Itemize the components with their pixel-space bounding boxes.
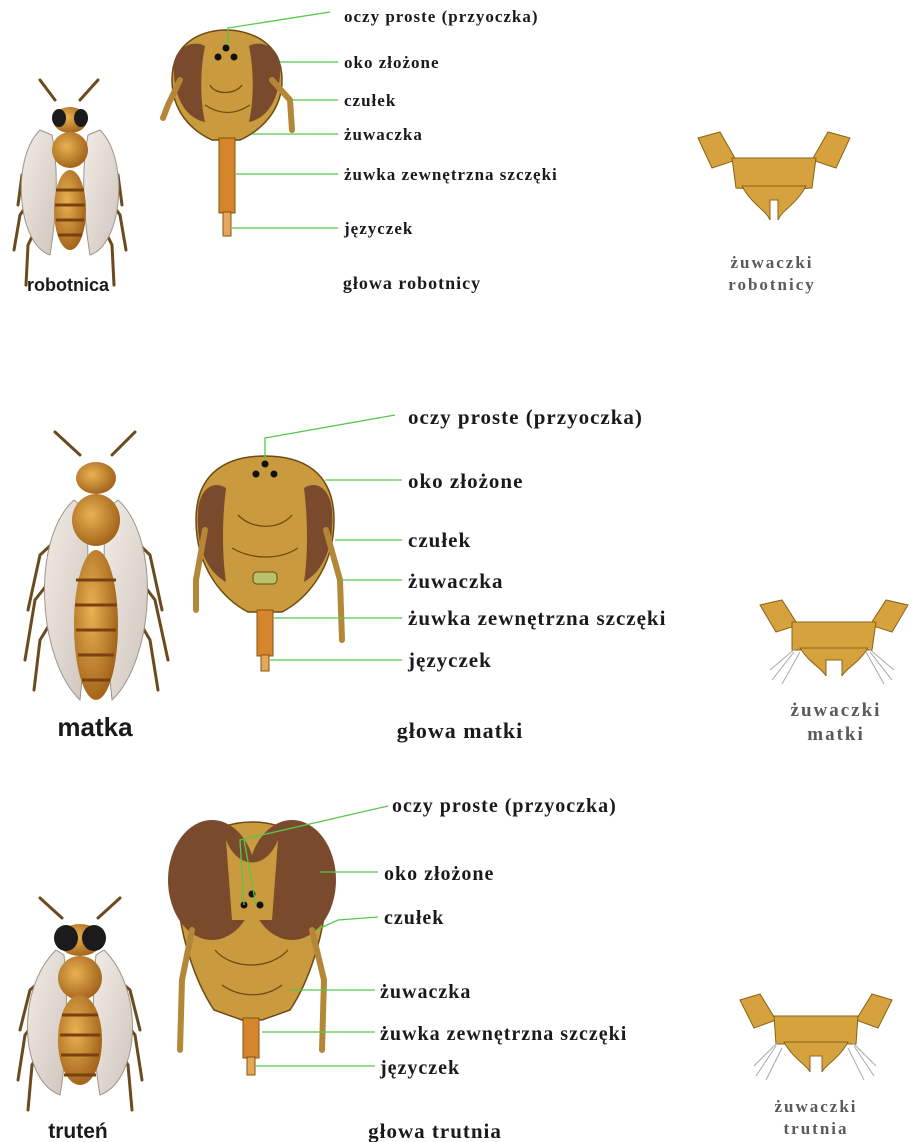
label-mandible: żuwaczka [344, 125, 423, 144]
drone-mandibles-caption-1: żuwaczki [774, 1097, 857, 1116]
section-worker: robotnica oczy proste (przyoczka) oko zł… [14, 7, 850, 295]
label-maxilla: żuwka zewnętrzna szczęki [380, 1023, 627, 1045]
worker-mandibles [698, 132, 850, 220]
drone-head-caption: głowa trutnia [368, 1119, 502, 1142]
section-drone: truteń oczy proste (przyoczka) oko złożo… [18, 795, 892, 1142]
label-mandible: żuwaczka [408, 569, 504, 593]
worker-mandibles-caption-1: żuwaczki [730, 253, 813, 272]
label-compound-eye: oko złożone [344, 53, 440, 72]
label-mandible: żuwaczka [380, 981, 471, 1003]
drone-bee-illustration [18, 898, 142, 1110]
label-antenna: czułek [344, 91, 396, 110]
label-antenna: czułek [384, 907, 444, 929]
label-glossa: języczek [379, 1057, 460, 1079]
label-antenna: czułek [408, 528, 471, 552]
queen-bee-illustration [25, 432, 168, 700]
queen-mandibles-caption-1: żuwaczki [791, 700, 882, 721]
queen-mandibles [760, 600, 908, 684]
drone-mandibles-caption-2: trutnia [784, 1119, 849, 1138]
label-simple-eyes: oczy proste (przyoczka) [408, 405, 643, 429]
label-compound-eye: oko złożone [408, 469, 523, 493]
drone-head-diagram [168, 820, 336, 1075]
queen-caption: matka [57, 712, 133, 742]
drone-caption: truteń [48, 1120, 108, 1142]
worker-caption: robotnica [27, 275, 110, 295]
label-maxilla: żuwka zewnętrzna szczęki [344, 165, 558, 184]
queen-head-diagram [196, 456, 342, 671]
label-compound-eye: oko złożone [384, 863, 494, 885]
queen-mandibles-caption-2: matki [807, 724, 865, 745]
label-maxilla: żuwka zewnętrzna szczęki [408, 606, 666, 630]
label-glossa: języczek [343, 219, 413, 238]
label-simple-eyes: oczy proste (przyoczka) [344, 7, 539, 26]
queen-head-caption: głowa matki [397, 718, 524, 743]
label-simple-eyes: oczy proste (przyoczka) [392, 795, 617, 817]
drone-mandibles [740, 994, 892, 1080]
worker-head-diagram [163, 30, 292, 236]
worker-bee-illustration [14, 80, 126, 285]
section-queen: matka oczy proste (przyoczka) oko złożon… [25, 405, 908, 745]
label-glossa: języczek [407, 648, 492, 672]
worker-head-caption: głowa robotnicy [343, 273, 481, 293]
worker-mandibles-caption-2: robotnicy [728, 275, 816, 294]
